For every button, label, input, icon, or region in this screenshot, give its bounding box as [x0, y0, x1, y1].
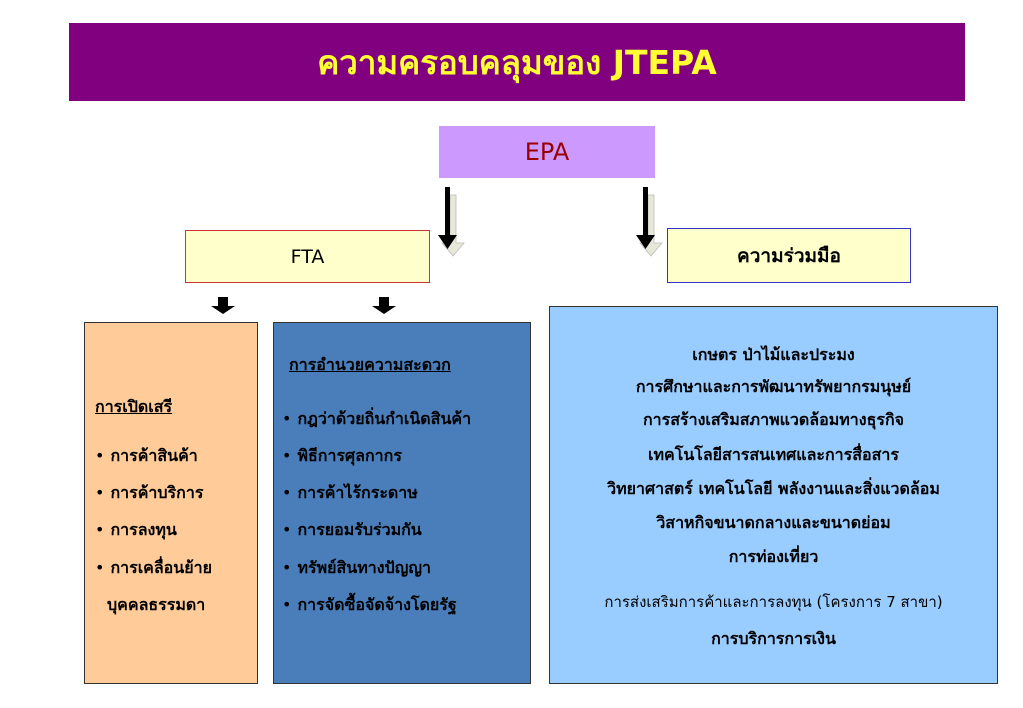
- arrow-down-icon: [636, 187, 663, 257]
- title-banner: ความครอบคลุมของ JTEPA: [69, 23, 965, 101]
- cooperation-box: ความร่วมมือ: [667, 228, 911, 283]
- list-item: การท่องเที่ยว: [728, 547, 819, 566]
- list-item: •การค้าบริการ: [95, 483, 204, 502]
- list-item: การศึกษาและการพัฒนาทรัพยากรมนุษย์: [635, 377, 912, 396]
- list-item-continuation: บุคคลธรรมดา: [107, 595, 206, 614]
- facilitation-box: การอำนวยความสะดวก •กฎว่าด้วยถิ่นกำเนิดสิ…: [273, 322, 531, 684]
- list-item: วิทยาศาสตร์ เทคโนโลยี พลังงานและสิ่งแวดล…: [607, 479, 940, 498]
- list-item: การส่งเสริมการค้าและการลงทุน (โครงการ 7 …: [604, 593, 943, 611]
- fta-box: FTA: [185, 230, 430, 283]
- list-item: เกษตร ป่าไม้และประมง: [692, 345, 855, 364]
- list-item: •การค้าไร้กระดาษ: [282, 483, 418, 502]
- cooperation-areas-box: เกษตร ป่าไม้และประมง การศึกษาและการพัฒนา…: [549, 306, 998, 684]
- small-arrow-down-icon: [372, 297, 396, 314]
- page-title: ความครอบคลุมของ JTEPA: [317, 42, 717, 82]
- list-item: การสร้างเสริมสภาพแวดล้อมทางธุรกิจ: [642, 410, 905, 429]
- epa-box: EPA: [439, 126, 655, 178]
- list-item: •การลงทุน: [95, 520, 177, 539]
- list-item: •การค้าสินค้า: [95, 446, 198, 465]
- cooperation-label: ความร่วมมือ: [737, 244, 841, 267]
- list-item: •กฎว่าด้วยถิ่นกำเนิดสินค้า: [282, 409, 472, 428]
- list-item: •การจัดซื้อจัดจ้างโดยรัฐ: [282, 595, 457, 614]
- liberalization-box: การเปิดเสรี •การค้าสินค้า •การค้าบริการ …: [84, 322, 258, 684]
- list-item: •การยอมรับร่วมกัน: [282, 520, 422, 539]
- fta-label: FTA: [290, 245, 325, 268]
- arrow-down-icon: [438, 187, 465, 257]
- small-arrow-down-icon: [211, 297, 235, 314]
- list-item: •ทรัพย์สินทางปัญญา: [282, 558, 431, 577]
- list-item: การบริการการเงิน: [711, 629, 836, 648]
- list-item: วิสาหกิจขนาดกลางและขนาดย่อม: [656, 513, 891, 532]
- epa-label: EPA: [524, 138, 570, 166]
- list-item: •พิธีการศุลกากร: [282, 446, 402, 465]
- liberalization-heading: การเปิดเสรี: [95, 397, 173, 416]
- list-item: เทคโนโลยีสารสนเทศและการสื่อสาร: [648, 445, 899, 464]
- list-item: •การเคลื่อนย้าย: [95, 558, 212, 577]
- facilitation-heading: การอำนวยความสะดวก: [289, 355, 451, 374]
